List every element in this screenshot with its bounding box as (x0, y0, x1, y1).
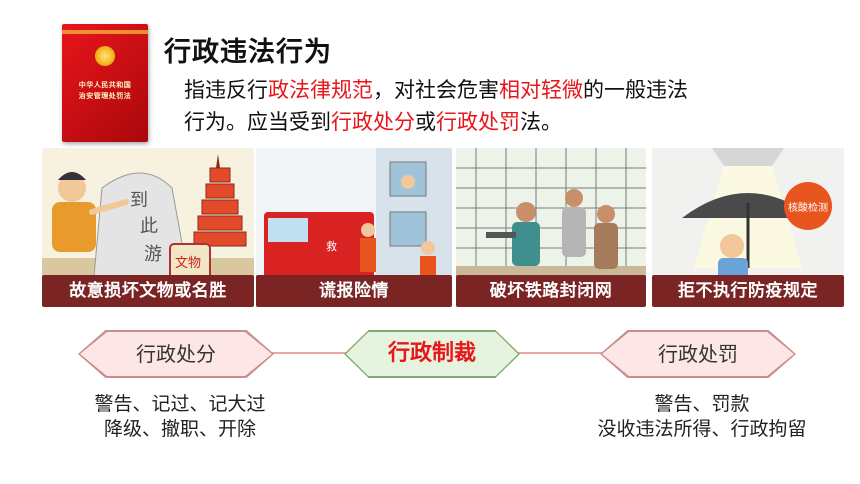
def-part: 或 (415, 110, 436, 134)
hex-left-label: 行政处分 (80, 332, 272, 376)
svg-text:到: 到 (130, 190, 148, 211)
svg-text:文物: 文物 (175, 256, 201, 271)
def-part: ，对社会危害 (373, 78, 499, 102)
svg-text:此: 此 (140, 216, 158, 237)
left-measure-line: 降级、撤职、开除 (103, 418, 256, 440)
cover-band (62, 30, 148, 34)
book-title-line2: 治安管理处罚法 (78, 92, 132, 100)
def-highlight: 政法律规范 (268, 78, 373, 102)
def-part: 的一般违法 (583, 78, 688, 102)
caption-false-alarm: 谎报险情 (256, 275, 452, 307)
left-measures-list: 警告、记过、记大过 降级、撤职、开除 (70, 392, 290, 442)
def-part: 法。 (520, 110, 562, 134)
book-title-line1: 中华人民共和国 (78, 81, 132, 89)
def-highlight: 行政处分 (331, 110, 415, 134)
def-part: 行为。应当受到 (184, 110, 331, 134)
def-part: 指违反行 (184, 78, 268, 102)
hex-administrative-punishment: 行政处罚 (600, 330, 796, 378)
hex-administrative-penalty-center: 行政制裁 (344, 330, 520, 378)
right-measure-line: 没收违法所得、行政拘留 (597, 418, 807, 440)
national-emblem-icon (95, 46, 115, 66)
def-highlight: 相对轻微 (499, 78, 583, 102)
connector-line-right (516, 352, 606, 354)
left-measure-line: 警告、记过、记大过 (94, 393, 266, 415)
law-book-cover: 中华人民共和国 治安管理处罚法 (62, 24, 148, 142)
svg-text:游: 游 (144, 244, 162, 265)
caption-quarantine: 拒不执行防疫规定 (652, 275, 844, 307)
svg-text:核酸检测: 核酸检测 (788, 201, 828, 214)
connector-line-left (270, 352, 350, 354)
hex-administrative-sanction: 行政处分 (78, 330, 274, 378)
caption-railway: 破坏铁路封闭网 (456, 275, 646, 307)
right-measures-list: 警告、罚款 没收违法所得、行政拘留 (572, 392, 832, 442)
caption-graffiti: 故意损坏文物或名胜 (42, 275, 254, 307)
def-highlight: 行政处罚 (436, 110, 520, 134)
right-measure-line: 警告、罚款 (654, 393, 750, 415)
hex-right-label: 行政处罚 (602, 332, 794, 376)
hex-center-label: 行政制裁 (346, 332, 518, 376)
svg-text:救: 救 (326, 239, 337, 253)
page-title: 行政违法行为 (164, 37, 332, 68)
definition-text: 指违反行政法律规范，对社会危害相对轻微的一般违法 行为。应当受到行政处分或行政处… (184, 74, 804, 138)
